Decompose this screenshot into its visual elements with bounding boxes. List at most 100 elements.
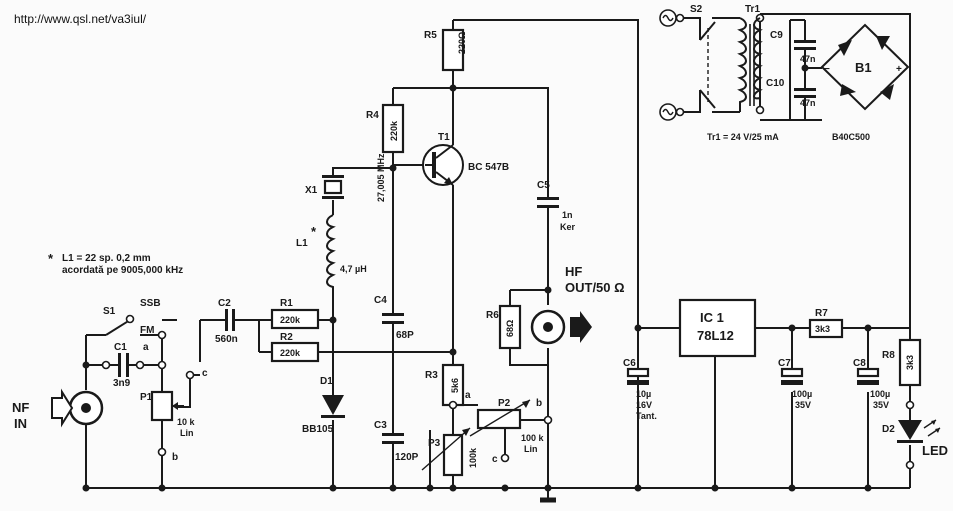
svg-text:LED: LED bbox=[922, 443, 948, 458]
svg-text:R8: R8 bbox=[882, 350, 895, 361]
capacitor-c6: C6 10µ 16V Tant. bbox=[623, 358, 657, 421]
bridge-rectifier-b1: B1 − + B40C500 bbox=[820, 23, 910, 142]
svg-text:IC 1: IC 1 bbox=[700, 310, 724, 325]
potentiometer-p3: P3 100k bbox=[421, 420, 478, 488]
switch-s2: S2 bbox=[659, 4, 716, 121]
svg-text:16V: 16V bbox=[636, 400, 652, 410]
svg-text:a: a bbox=[465, 390, 471, 401]
svg-text:C3: C3 bbox=[374, 420, 387, 431]
svg-text:C5: C5 bbox=[537, 180, 550, 191]
supply-rail bbox=[453, 19, 639, 488]
svg-text:35V: 35V bbox=[795, 400, 811, 410]
switch-s1: S1 SSB FM bbox=[103, 298, 161, 336]
svg-text:R1: R1 bbox=[280, 298, 293, 309]
resistor-r3: 5k6 R3 bbox=[425, 363, 465, 407]
l1-winding-note: * L1 = 22 sp. 0,2 mm acordată pe 9005,00… bbox=[48, 251, 183, 276]
svg-text:R3: R3 bbox=[425, 370, 438, 381]
svg-text:C10: C10 bbox=[766, 78, 785, 89]
svg-text:Ker: Ker bbox=[560, 222, 576, 232]
svg-text:10 k: 10 k bbox=[177, 417, 196, 427]
svg-text:68P: 68P bbox=[396, 330, 414, 341]
collector-rail bbox=[393, 87, 549, 190]
svg-text:120P: 120P bbox=[395, 452, 419, 463]
svg-text:b: b bbox=[536, 398, 542, 409]
svg-text:SSB: SSB bbox=[140, 298, 161, 309]
svg-text:C4: C4 bbox=[374, 295, 387, 306]
junction-dots bbox=[82, 64, 872, 492]
svg-text:220Ω: 220Ω bbox=[457, 32, 467, 54]
svg-text:D1: D1 bbox=[320, 376, 333, 387]
svg-text:C2: C2 bbox=[218, 298, 231, 309]
potentiometer-p2: P2 100 k Lin bbox=[469, 398, 545, 454]
resistor-r8: 3k3 R8 bbox=[882, 338, 922, 387]
svg-text:S1: S1 bbox=[103, 306, 116, 317]
svg-text:B40C500: B40C500 bbox=[832, 132, 870, 142]
hf-out-connector: HF OUT/50 Ω bbox=[530, 264, 625, 345]
led-d2: D2 LED bbox=[882, 419, 948, 458]
svg-text:R2: R2 bbox=[280, 332, 293, 343]
svg-text:BB105: BB105 bbox=[302, 424, 334, 435]
svg-text:*: * bbox=[311, 224, 317, 239]
svg-text:acordată pe 9005,000 kHz: acordată pe 9005,000 kHz bbox=[62, 265, 183, 276]
svg-text:220k: 220k bbox=[280, 348, 301, 358]
capacitor-c7: C7 100µ 35V bbox=[778, 358, 812, 410]
svg-text:R6: R6 bbox=[486, 310, 499, 321]
capacitor-c5: C5 1n Ker bbox=[537, 180, 576, 232]
svg-text:S2: S2 bbox=[690, 4, 703, 15]
svg-text:X1: X1 bbox=[305, 185, 318, 196]
capacitor-c8: C8 100µ 35V bbox=[853, 358, 890, 410]
svg-text:*: * bbox=[48, 251, 54, 266]
svg-text:a: a bbox=[143, 342, 149, 353]
svg-text:NF: NF bbox=[12, 400, 29, 415]
svg-text:35V: 35V bbox=[873, 400, 889, 410]
resistor-r4: 220k R4 bbox=[366, 103, 405, 154]
svg-text:27,005 MHz: 27,005 MHz bbox=[376, 153, 386, 202]
svg-text:T1: T1 bbox=[438, 132, 450, 143]
resistor-r5: 220Ω R5 bbox=[424, 28, 467, 72]
svg-text:100µ: 100µ bbox=[870, 389, 890, 399]
capacitor-c9: C9 47n bbox=[770, 19, 816, 68]
svg-text:−: − bbox=[824, 64, 830, 75]
svg-text:IN: IN bbox=[14, 416, 27, 431]
svg-text:P3: P3 bbox=[428, 438, 441, 449]
inductor-l1: L1 * 4,7 µH bbox=[296, 214, 367, 295]
svg-text:C9: C9 bbox=[770, 30, 783, 41]
crystal-x1: X1 27,005 MHz bbox=[305, 153, 386, 202]
resistor-r6: 68Ω R6 bbox=[486, 304, 522, 350]
svg-text:P1: P1 bbox=[140, 392, 153, 403]
svg-text:Tr1 = 24 V/25 mA: Tr1 = 24 V/25 mA bbox=[707, 132, 779, 142]
svg-text:L1 = 22 sp. 0,2 mm: L1 = 22 sp. 0,2 mm bbox=[62, 253, 151, 264]
resistor-r2: 220k R2 bbox=[270, 332, 320, 363]
source-url: http://www.qsl.net/va3iul/ bbox=[14, 12, 147, 26]
transformer-tr1: Tr1 Tr1 = 24 V/25 mA bbox=[707, 4, 779, 142]
resistor-r7: 3k3 R7 bbox=[808, 308, 844, 339]
svg-text:D2: D2 bbox=[882, 424, 895, 435]
svg-text:R4: R4 bbox=[366, 110, 379, 121]
svg-text:+: + bbox=[896, 64, 902, 75]
svg-text:100 k: 100 k bbox=[521, 433, 545, 443]
svg-text:Lin: Lin bbox=[524, 444, 538, 454]
svg-text:C1: C1 bbox=[114, 342, 127, 353]
capacitor-c3: C3 120P bbox=[374, 420, 419, 463]
svg-text:b: b bbox=[172, 452, 178, 463]
capacitor-c2: C2 560n bbox=[215, 298, 238, 345]
svg-text:OUT/50 Ω: OUT/50 Ω bbox=[565, 280, 625, 295]
svg-text:47n: 47n bbox=[800, 98, 816, 108]
svg-text:100µ: 100µ bbox=[792, 389, 812, 399]
svg-text:L1: L1 bbox=[296, 238, 308, 249]
svg-text:FM: FM bbox=[140, 325, 154, 336]
svg-text:4,7 µH: 4,7 µH bbox=[340, 264, 367, 274]
svg-text:c: c bbox=[202, 368, 208, 379]
capacitor-c1: C1 3n9 bbox=[106, 342, 140, 389]
svg-text:BC 547B: BC 547B bbox=[468, 162, 509, 173]
svg-text:R7: R7 bbox=[815, 308, 828, 319]
svg-text:Tant.: Tant. bbox=[636, 411, 657, 421]
svg-text:78L12: 78L12 bbox=[697, 328, 734, 343]
svg-text:100k: 100k bbox=[468, 447, 478, 468]
svg-text:Tr1: Tr1 bbox=[745, 4, 760, 15]
terminals bbox=[101, 13, 915, 470]
capacitor-c4: C4 68P bbox=[374, 295, 414, 341]
svg-text:P2: P2 bbox=[498, 398, 511, 409]
svg-text:Lin: Lin bbox=[180, 428, 194, 438]
